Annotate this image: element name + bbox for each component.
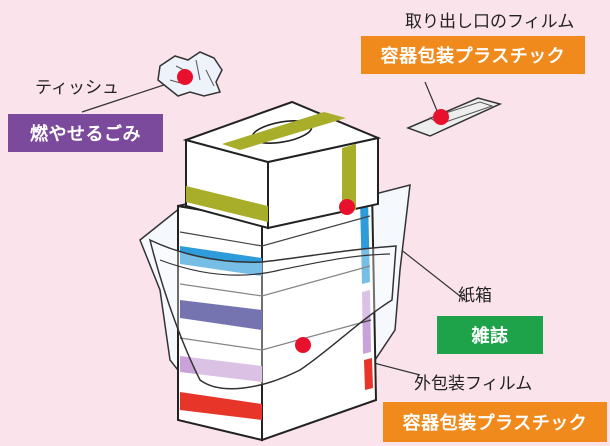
outer-film-front — [148, 238, 397, 390]
tissue-category-badge: 燃やせるごみ — [8, 114, 163, 152]
top-tissue-box — [182, 100, 382, 230]
paper-box-label: 紙箱 — [458, 286, 492, 306]
paper-box-category-badge: 雑誌 — [437, 316, 543, 354]
box-marker-dot — [339, 199, 355, 215]
film-opening-category-badge: 容器包装プラスチック — [361, 36, 585, 74]
outer-film-marker-dot — [295, 337, 311, 353]
tissue-marker-dot — [177, 69, 193, 85]
outer-film-category-badge: 容器包装プラスチック — [383, 402, 607, 442]
film-marker-dot — [433, 109, 449, 125]
tissue-label: ティッシュ — [35, 78, 119, 98]
stacked-box-bundle — [177, 180, 378, 442]
outer-film-label: 外包装フィルム — [414, 374, 533, 394]
film-opening-label: 取り出し口のフィルム — [405, 12, 575, 32]
opening-film-icon — [405, 97, 503, 137]
